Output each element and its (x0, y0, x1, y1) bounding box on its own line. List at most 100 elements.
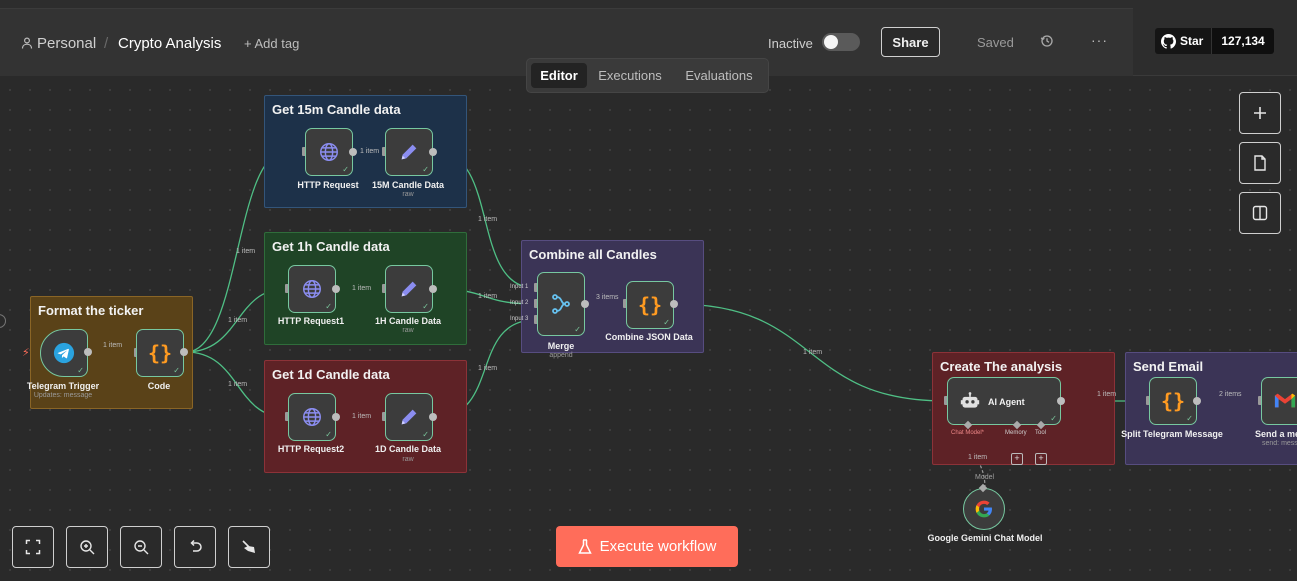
edge-label: 1 item (352, 413, 372, 420)
output-handle[interactable] (581, 300, 589, 308)
reset-zoom-button[interactable] (174, 526, 216, 568)
node-http-request[interactable]: ✓ (305, 128, 353, 176)
toggle-panel-button[interactable] (1239, 192, 1281, 234)
input-handle[interactable] (382, 284, 386, 293)
node-subtitle: raw (402, 327, 414, 334)
node-gemini-chat-model[interactable] (963, 488, 1005, 530)
add-node-button[interactable] (1239, 92, 1281, 134)
node-merge[interactable]: ✓ (537, 272, 585, 336)
group-title: Send Email (1133, 359, 1204, 374)
input-handle[interactable] (1146, 396, 1150, 405)
tab-editor[interactable]: Editor (531, 63, 587, 88)
input-handle-3[interactable] (534, 315, 538, 324)
port-label-tool: Tool (1035, 430, 1047, 436)
node-label: HTTP Request (297, 180, 359, 190)
node-label: Combine JSON Data (605, 332, 693, 342)
output-handle[interactable] (429, 285, 437, 293)
node-subtitle: send: mess (1262, 440, 1297, 447)
output-handle[interactable] (1057, 397, 1065, 405)
node-label: 15M Candle Data (371, 180, 445, 190)
tab-evaluations[interactable]: Evaluations (685, 68, 753, 83)
node-split-telegram-message[interactable]: {} ✓ (1149, 377, 1197, 425)
node-1h-candle-data[interactable]: ✓ (385, 265, 433, 313)
input-handle[interactable] (382, 147, 386, 156)
edge-combinejson-agent[interactable] (675, 303, 946, 402)
tab-executions[interactable]: Executions (598, 68, 662, 83)
saved-status: Saved (977, 35, 1014, 50)
node-http-request1[interactable]: ✓ (288, 265, 336, 313)
node-15m-candle-data[interactable]: ✓ (385, 128, 433, 176)
add-tag-button[interactable]: + Add tag (244, 36, 300, 51)
output-handle[interactable] (180, 348, 188, 356)
node-label: Code (147, 381, 171, 391)
edge-label: 2 items (1219, 391, 1242, 398)
node-http-request2[interactable]: ✓ (288, 393, 336, 441)
output-handle[interactable] (349, 148, 357, 156)
node-label: HTTP Request1 (277, 316, 345, 326)
flask-icon (577, 538, 592, 554)
output-handle[interactable] (1193, 397, 1201, 405)
edge-label: 1 item (478, 216, 498, 223)
output-handle[interactable] (429, 148, 437, 156)
edge-label: 1 item (236, 248, 256, 255)
node-combine-json[interactable]: {} ✓ (626, 281, 674, 329)
node-send-message[interactable] (1261, 377, 1297, 425)
output-handle[interactable] (670, 300, 678, 308)
pencil-icon (401, 409, 417, 425)
add-tool-button[interactable]: + (1035, 453, 1047, 465)
share-button[interactable]: Share (881, 27, 940, 57)
node-code[interactable]: {} ✓ (136, 329, 184, 377)
globe-icon (320, 143, 338, 161)
input-handle-2[interactable] (534, 299, 538, 308)
github-star-widget[interactable]: Star 127,134 (1155, 28, 1274, 54)
output-handle[interactable] (332, 285, 340, 293)
node-ai-agent[interactable]: AI Agent ✓ (947, 377, 1061, 425)
edge-label: 1 item (803, 349, 823, 356)
edge-label: 1 item (478, 365, 498, 372)
node-label: 1H Candle Data (374, 316, 442, 326)
input-handle[interactable] (623, 299, 627, 308)
node-subtitle: Updates: message (33, 392, 93, 399)
add-sticky-note-button[interactable] (1239, 142, 1281, 184)
zoom-out-button[interactable] (120, 526, 162, 568)
fit-view-icon (25, 539, 41, 555)
node-telegram-trigger[interactable]: ✓ (40, 329, 88, 377)
input-handle[interactable] (382, 412, 386, 421)
execute-workflow-button[interactable]: Execute workflow (556, 526, 738, 567)
workflow-name[interactable]: Crypto Analysis (118, 35, 222, 52)
input-handle[interactable] (285, 284, 289, 293)
edge-label: 1 item (1097, 391, 1117, 398)
user-icon (21, 37, 33, 49)
node-1d-candle-data[interactable]: ✓ (385, 393, 433, 441)
node-subtitle: append (549, 352, 573, 359)
globe-icon (303, 280, 321, 298)
input-handle[interactable] (285, 412, 289, 421)
tidy-up-button[interactable] (228, 526, 270, 568)
workspace-breadcrumb[interactable]: Personal (37, 35, 97, 52)
node-label: Google Gemini Chat Model (927, 533, 1043, 543)
add-memory-button[interactable]: + (1011, 453, 1023, 465)
telegram-icon (53, 342, 75, 364)
input-handle[interactable] (944, 396, 948, 405)
edge-label: 1 item (352, 285, 372, 292)
fit-view-button[interactable] (12, 526, 54, 568)
edge-label: 1 item (228, 381, 248, 388)
zoom-in-button[interactable] (66, 526, 108, 568)
active-toggle[interactable] (822, 33, 860, 51)
merge-icon (552, 294, 570, 314)
output-handle[interactable] (332, 413, 340, 421)
zoom-in-icon (80, 540, 95, 555)
node-label: Split Telegram Message (1121, 429, 1223, 439)
more-menu-button[interactable]: ··· (1091, 32, 1108, 48)
status-label: Inactive (768, 36, 813, 51)
edge-label: 1 item (968, 454, 988, 461)
broom-icon (242, 540, 255, 553)
output-handle[interactable] (84, 348, 92, 356)
input-handle[interactable] (1258, 396, 1262, 405)
history-icon[interactable] (1040, 34, 1054, 48)
output-handle[interactable] (429, 413, 437, 421)
view-tabs: Editor Executions Evaluations (526, 58, 769, 93)
group-title: Get 1h Candle data (272, 239, 390, 254)
input-handle-1[interactable] (534, 283, 538, 292)
input-handle[interactable] (302, 147, 306, 156)
